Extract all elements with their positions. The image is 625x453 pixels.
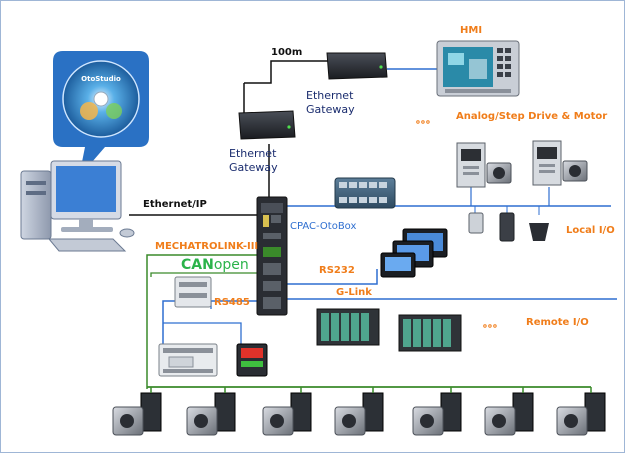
pc-workstation: OtoStudio [20,51,149,252]
motor-icon [334,406,366,436]
motor-icon [262,406,294,436]
label-mechatrolink: MECHATROLINK-III [155,241,258,252]
label-canopen: CANopen [181,257,249,273]
cd-icon: OtoStudio [62,60,140,138]
io-module-icon [174,276,212,308]
motor-icon [112,406,144,436]
plc-icon [158,343,218,377]
servo-drive-icon [532,140,588,186]
servo-drive-icon [186,392,236,436]
label-analog-step: Analog/Step Drive & Motor [456,111,607,122]
motor-icon [186,406,218,436]
servo-drive-icon [262,392,312,436]
io-module-icon [334,177,396,209]
io-module-icon [398,314,462,352]
temperature-controller-icon [236,343,268,377]
servo-drive-icon [334,392,384,436]
label-remote-io: Remote I/O [526,317,589,328]
motor-icon [556,406,588,436]
rs232-line [287,269,378,285]
label-hmi: HMI [460,25,482,36]
label-rs232: RS232 [319,265,355,276]
servo-drive-icon [484,392,534,436]
hmi-panel-icon [436,40,520,97]
cd-label: OtoStudio [81,75,121,83]
label-cpac: CPAC-OtoBox [290,221,356,232]
computer-icon [20,160,135,252]
label-gateway-left-line1: Ethernet [229,147,277,160]
servo-drive-icon [456,142,512,188]
label-local-io: Local I/O [566,225,615,236]
rs485-line [162,300,259,344]
label-ethernet-ip: Ethernet/IP [143,199,207,210]
line-gateway-to-gateway [244,60,331,84]
servo-drive-icon [556,392,606,436]
dots-analog: 。。。 [416,115,436,126]
gateway-icon [238,110,296,140]
io-module-icon [468,206,549,242]
dots-remote: 。。。 [483,319,503,330]
label-glink: G-Link [336,287,372,298]
io-module-icon [316,308,380,346]
motor-icon [486,162,512,184]
label-rs485: RS485 [214,297,250,308]
servo-drive-icon [112,392,162,436]
label-gateway-left-line2: Gateway [229,161,278,174]
touch-panel-icon [380,228,448,278]
motor-icon [562,160,588,182]
label-distance: 100m [271,47,302,58]
controller-icon [256,196,288,316]
mechatrolink-line [146,254,259,389]
motor-icon [484,406,516,436]
motor-icon [412,406,444,436]
label-gateway-top-line1: Ethernet [306,89,354,102]
servo-drive-icon [412,392,462,436]
gateway-icon [326,52,388,80]
label-gateway-top-line2: Gateway [306,103,355,116]
